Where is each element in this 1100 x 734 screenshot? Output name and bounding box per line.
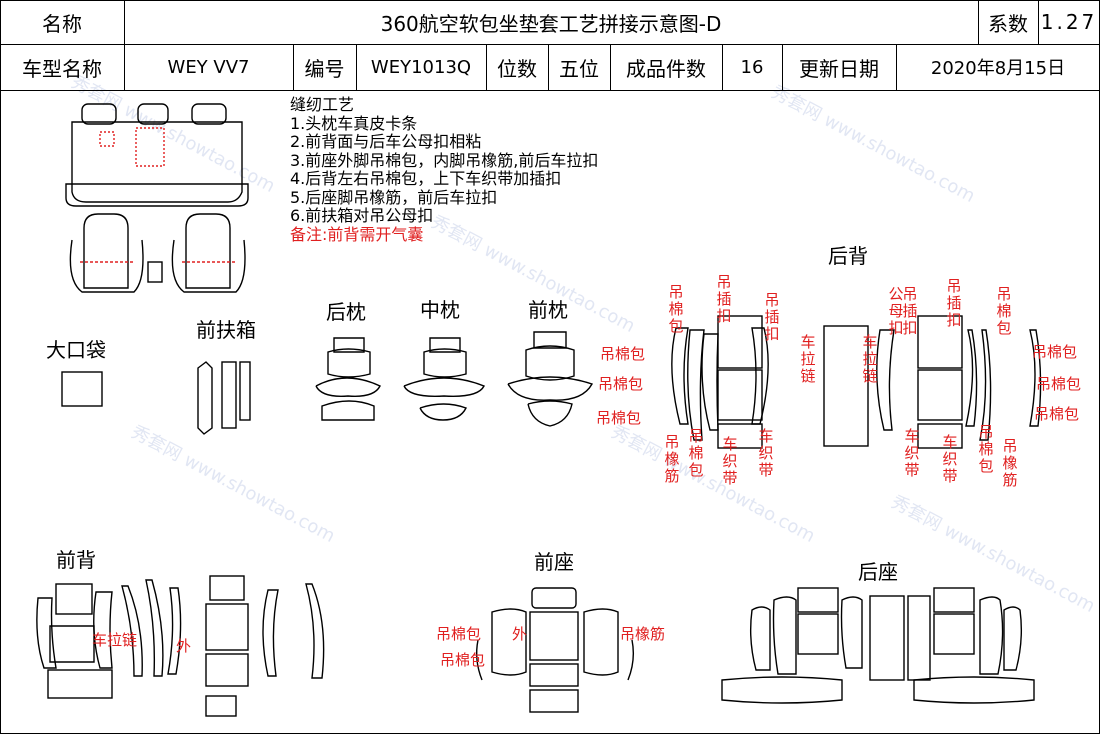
annotation-zipper: 车拉链 [800, 333, 816, 385]
drawing-title: 360航空软包坐垫套工艺拼接示意图-D [380, 11, 722, 36]
section-front-headrest: 前枕 [528, 298, 568, 322]
annotation-hang-cotton: 吊棉包 [978, 423, 994, 475]
process-title: 缝纫工艺 [290, 95, 355, 114]
rear-headrest-pattern [315, 337, 381, 421]
rear-seat-pattern [721, 587, 1035, 704]
armrest-pattern [197, 361, 251, 435]
coef-value: 1.27 [1040, 10, 1098, 34]
section-front-back: 前背 [56, 548, 96, 572]
section-rear-headrest: 后枕 [326, 300, 366, 324]
front-back-pattern [36, 575, 325, 717]
annotation-hang-cotton: 吊棉包 [436, 625, 482, 643]
front-headrest-pattern [507, 331, 594, 427]
process-step: 3.前座外脚吊棉包，内脚吊橡筋,前后车拉扣 [290, 150, 599, 170]
section-big-pocket: 大口袋 [46, 338, 106, 362]
pieces-label: 成品件数 [626, 56, 706, 81]
annotation-hang-cotton: 吊棉包 [440, 651, 486, 669]
seat-overview-front [69, 213, 246, 293]
annotation-hang-cotton: 吊棉包 [600, 345, 646, 363]
process-step: 5.后座脚吊橡筋，前后车拉扣 [290, 187, 498, 207]
annotation-zipper: 车拉链 [862, 333, 878, 385]
process-step: 2.前背面与后车公母扣相粘 [290, 132, 482, 151]
process-step: 6.前扶箱对吊公母扣 [290, 206, 434, 225]
annotation-webbing: 车织带 [942, 433, 958, 485]
seats-label: 位数 [497, 56, 537, 81]
annotation-hang-buckle: 吊插扣 [946, 277, 962, 329]
section-front-seat: 前座 [534, 550, 574, 574]
annotation-hang-cotton: 吊棉包 [1034, 405, 1080, 423]
process-step: 1.头枕车真皮卡条 [290, 113, 418, 133]
section-rear-back: 后背 [828, 244, 868, 268]
rear-back-pattern [671, 315, 1042, 449]
annotation-webbing: 车织带 [722, 435, 738, 487]
process-notes: 缝纫工艺 1.头枕车真皮卡条 2.前背面与后车公母扣相粘 3.前座外脚吊棉包，内… [290, 95, 599, 244]
model-label: 车型名称 [22, 56, 102, 81]
annotation-hang-buckle: 吊插扣 [716, 273, 732, 325]
date-label: 更新日期 [799, 56, 879, 81]
section-front-armrest: 前扶箱 [196, 318, 256, 342]
annotation-hang-elastic: 吊橡筋 [1002, 437, 1018, 489]
annotation-zipper: 车拉链 [92, 631, 138, 649]
date-value: 2020年8月15日 [930, 58, 1066, 79]
annotation-male-female-buckle: 公母扣 [888, 285, 904, 337]
annotation-hang-cotton: 吊棉包 [1036, 375, 1082, 393]
seat-overview-rear [65, 103, 249, 207]
code-value: WEY1013Q [370, 56, 472, 78]
pieces-value: 16 [740, 56, 764, 78]
annotation-hang-cotton: 吊棉包 [596, 409, 642, 427]
annotation-hang-cotton: 吊棉包 [668, 283, 684, 335]
seats-value: 五位 [559, 56, 599, 81]
mid-headrest-pattern [403, 337, 485, 421]
annotation-hang-cotton: 吊棉包 [598, 375, 644, 393]
annotation-hang-cotton: 吊棉包 [688, 427, 704, 479]
annotation-outer: 外 [512, 625, 528, 643]
process-note: 备注:前背需开气囊 [290, 224, 424, 244]
annotation-hang-rubber: 吊橡筋 [620, 625, 666, 643]
annotation-hang-cotton: 吊棉包 [1032, 343, 1078, 361]
annotation-hang-cotton: 吊棉包 [996, 285, 1012, 337]
name-label: 名称 [42, 11, 82, 36]
process-step: 4.后背左右吊棉包，上下车织带加插扣 [290, 169, 562, 188]
big-pocket-pattern [61, 371, 103, 407]
annotation-webbing: 车织带 [904, 427, 920, 479]
annotation-hang-elastic: 吊橡筋 [664, 433, 680, 485]
annotation-hang-buckle: 吊插扣 [764, 291, 780, 343]
code-label: 编号 [304, 56, 345, 81]
front-seat-pattern [475, 587, 635, 713]
section-mid-headrest: 中枕 [420, 298, 460, 322]
coef-label: 系数 [988, 11, 1028, 36]
annotation-webbing: 车织带 [758, 427, 774, 479]
annotation-outer: 外 [176, 637, 192, 655]
section-rear-seat: 后座 [858, 560, 898, 584]
annotation-hang-buckle: 吊插扣 [902, 285, 918, 337]
model-value: WEY VV7 [167, 56, 250, 78]
